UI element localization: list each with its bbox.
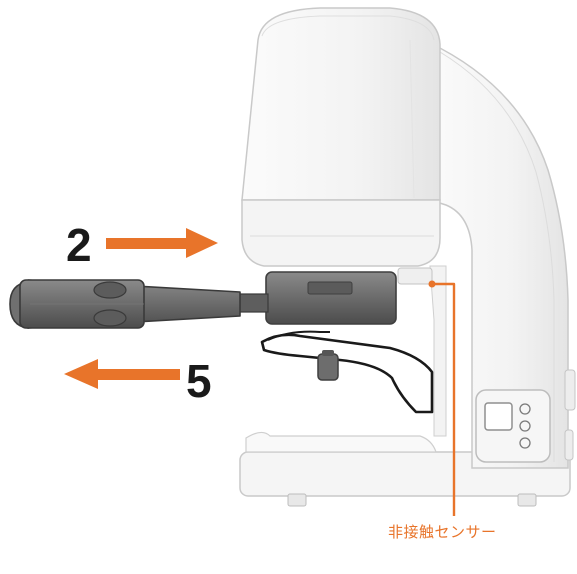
tamper-collar [241, 199, 441, 267]
step-2-label: 2 [66, 219, 92, 271]
sensor-label: 非接触センサー [388, 523, 497, 541]
machine-column [427, 40, 576, 469]
sensor-window [397, 267, 433, 285]
arrow-right-icon [106, 228, 218, 258]
machine-head [241, 7, 441, 201]
arrow-left-icon [64, 359, 180, 389]
portafilter [9, 271, 397, 329]
inner-pillar [429, 265, 447, 437]
step-5-label: 5 [186, 355, 212, 407]
sensor-leader-line [428, 280, 456, 516]
control-panel [475, 389, 551, 463]
portafilter-stand [260, 330, 434, 414]
